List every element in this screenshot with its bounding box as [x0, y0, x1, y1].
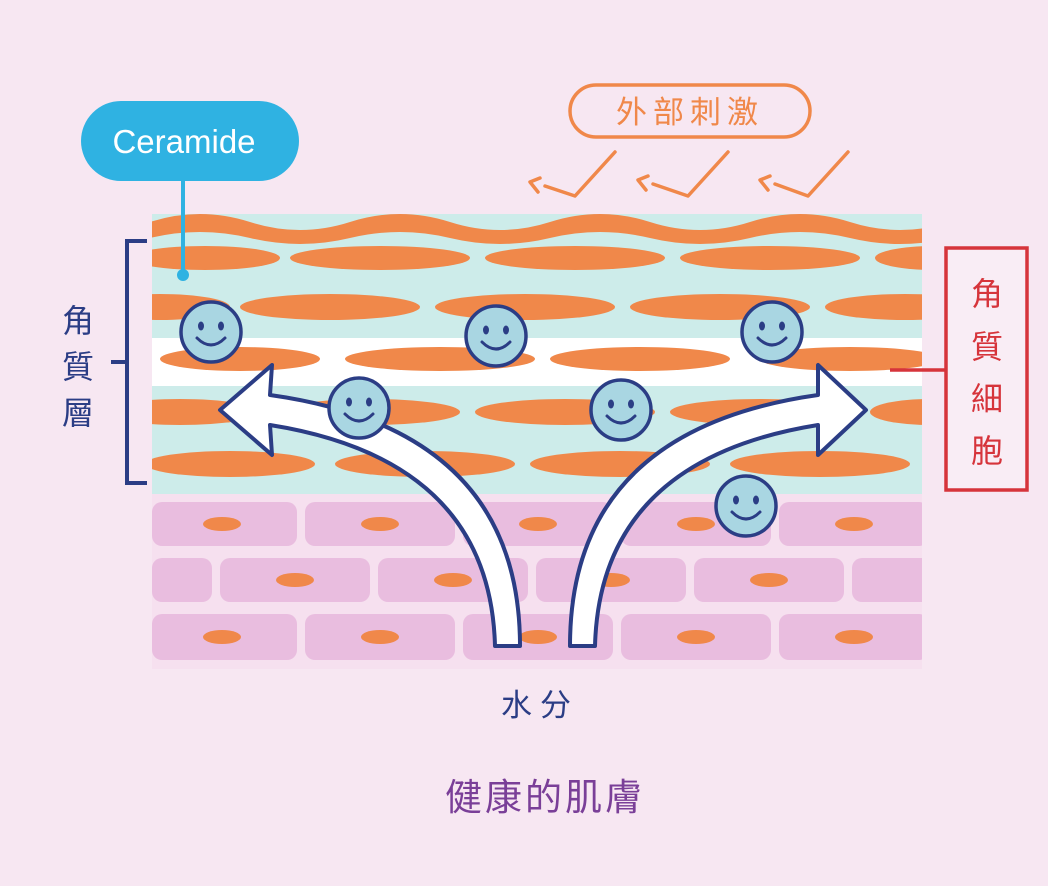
bracket-line — [125, 239, 147, 485]
corneocyte-callout: 角 質 細 胞 — [890, 246, 1029, 492]
corneocyte-badge — [944, 246, 1029, 492]
smiley-icon — [589, 378, 653, 442]
skin-cross-section — [152, 214, 922, 669]
stimulus-arrow-icon — [636, 150, 730, 198]
external-stimulus-callout: 外部刺激 — [528, 83, 850, 198]
corneocyte-char-3: 細 — [971, 380, 1003, 418]
corneocyte-char-1: 角 — [971, 275, 1003, 313]
arrow-icon — [568, 363, 868, 648]
stimulus-arrow-icon — [528, 150, 617, 198]
stimulus-arrow-icon — [758, 150, 850, 198]
stratum-corneum-char-3: 層 — [62, 394, 94, 432]
smiley-icon — [740, 300, 804, 364]
moisture-arrow-right — [568, 363, 868, 648]
diagram-caption: 健康的肌膚 — [445, 776, 645, 819]
living-cell-row-3 — [152, 614, 922, 660]
living-cell-row-1 — [152, 502, 922, 546]
ceramide-callout: Ceramide — [81, 101, 299, 281]
ceramide-label: Ceramide — [112, 123, 255, 160]
external-stimulus-label: 外部刺激 — [616, 95, 764, 131]
living-cell-row-2 — [152, 558, 922, 602]
stratum-corneum-char-1: 角 — [62, 302, 94, 340]
moisture-smileys — [179, 300, 804, 538]
smiley-icon — [327, 376, 391, 440]
ceramide-pointer-dot — [177, 269, 189, 281]
external-stimulus-badge — [568, 83, 812, 139]
smiley-icon — [714, 474, 778, 538]
stratum-corneum-bracket: 角 質 層 — [62, 239, 147, 485]
ceramide-badge — [81, 101, 299, 181]
corneocyte-char-2: 質 — [971, 328, 1003, 366]
stratum-corneum-char-2: 質 — [62, 348, 94, 386]
corneocyte-char-4: 胞 — [971, 432, 1003, 470]
skin-surface-wave — [152, 214, 922, 244]
smiley-icon — [464, 304, 528, 368]
smiley-icon — [179, 300, 243, 364]
moisture-label: 水分 — [501, 688, 579, 724]
